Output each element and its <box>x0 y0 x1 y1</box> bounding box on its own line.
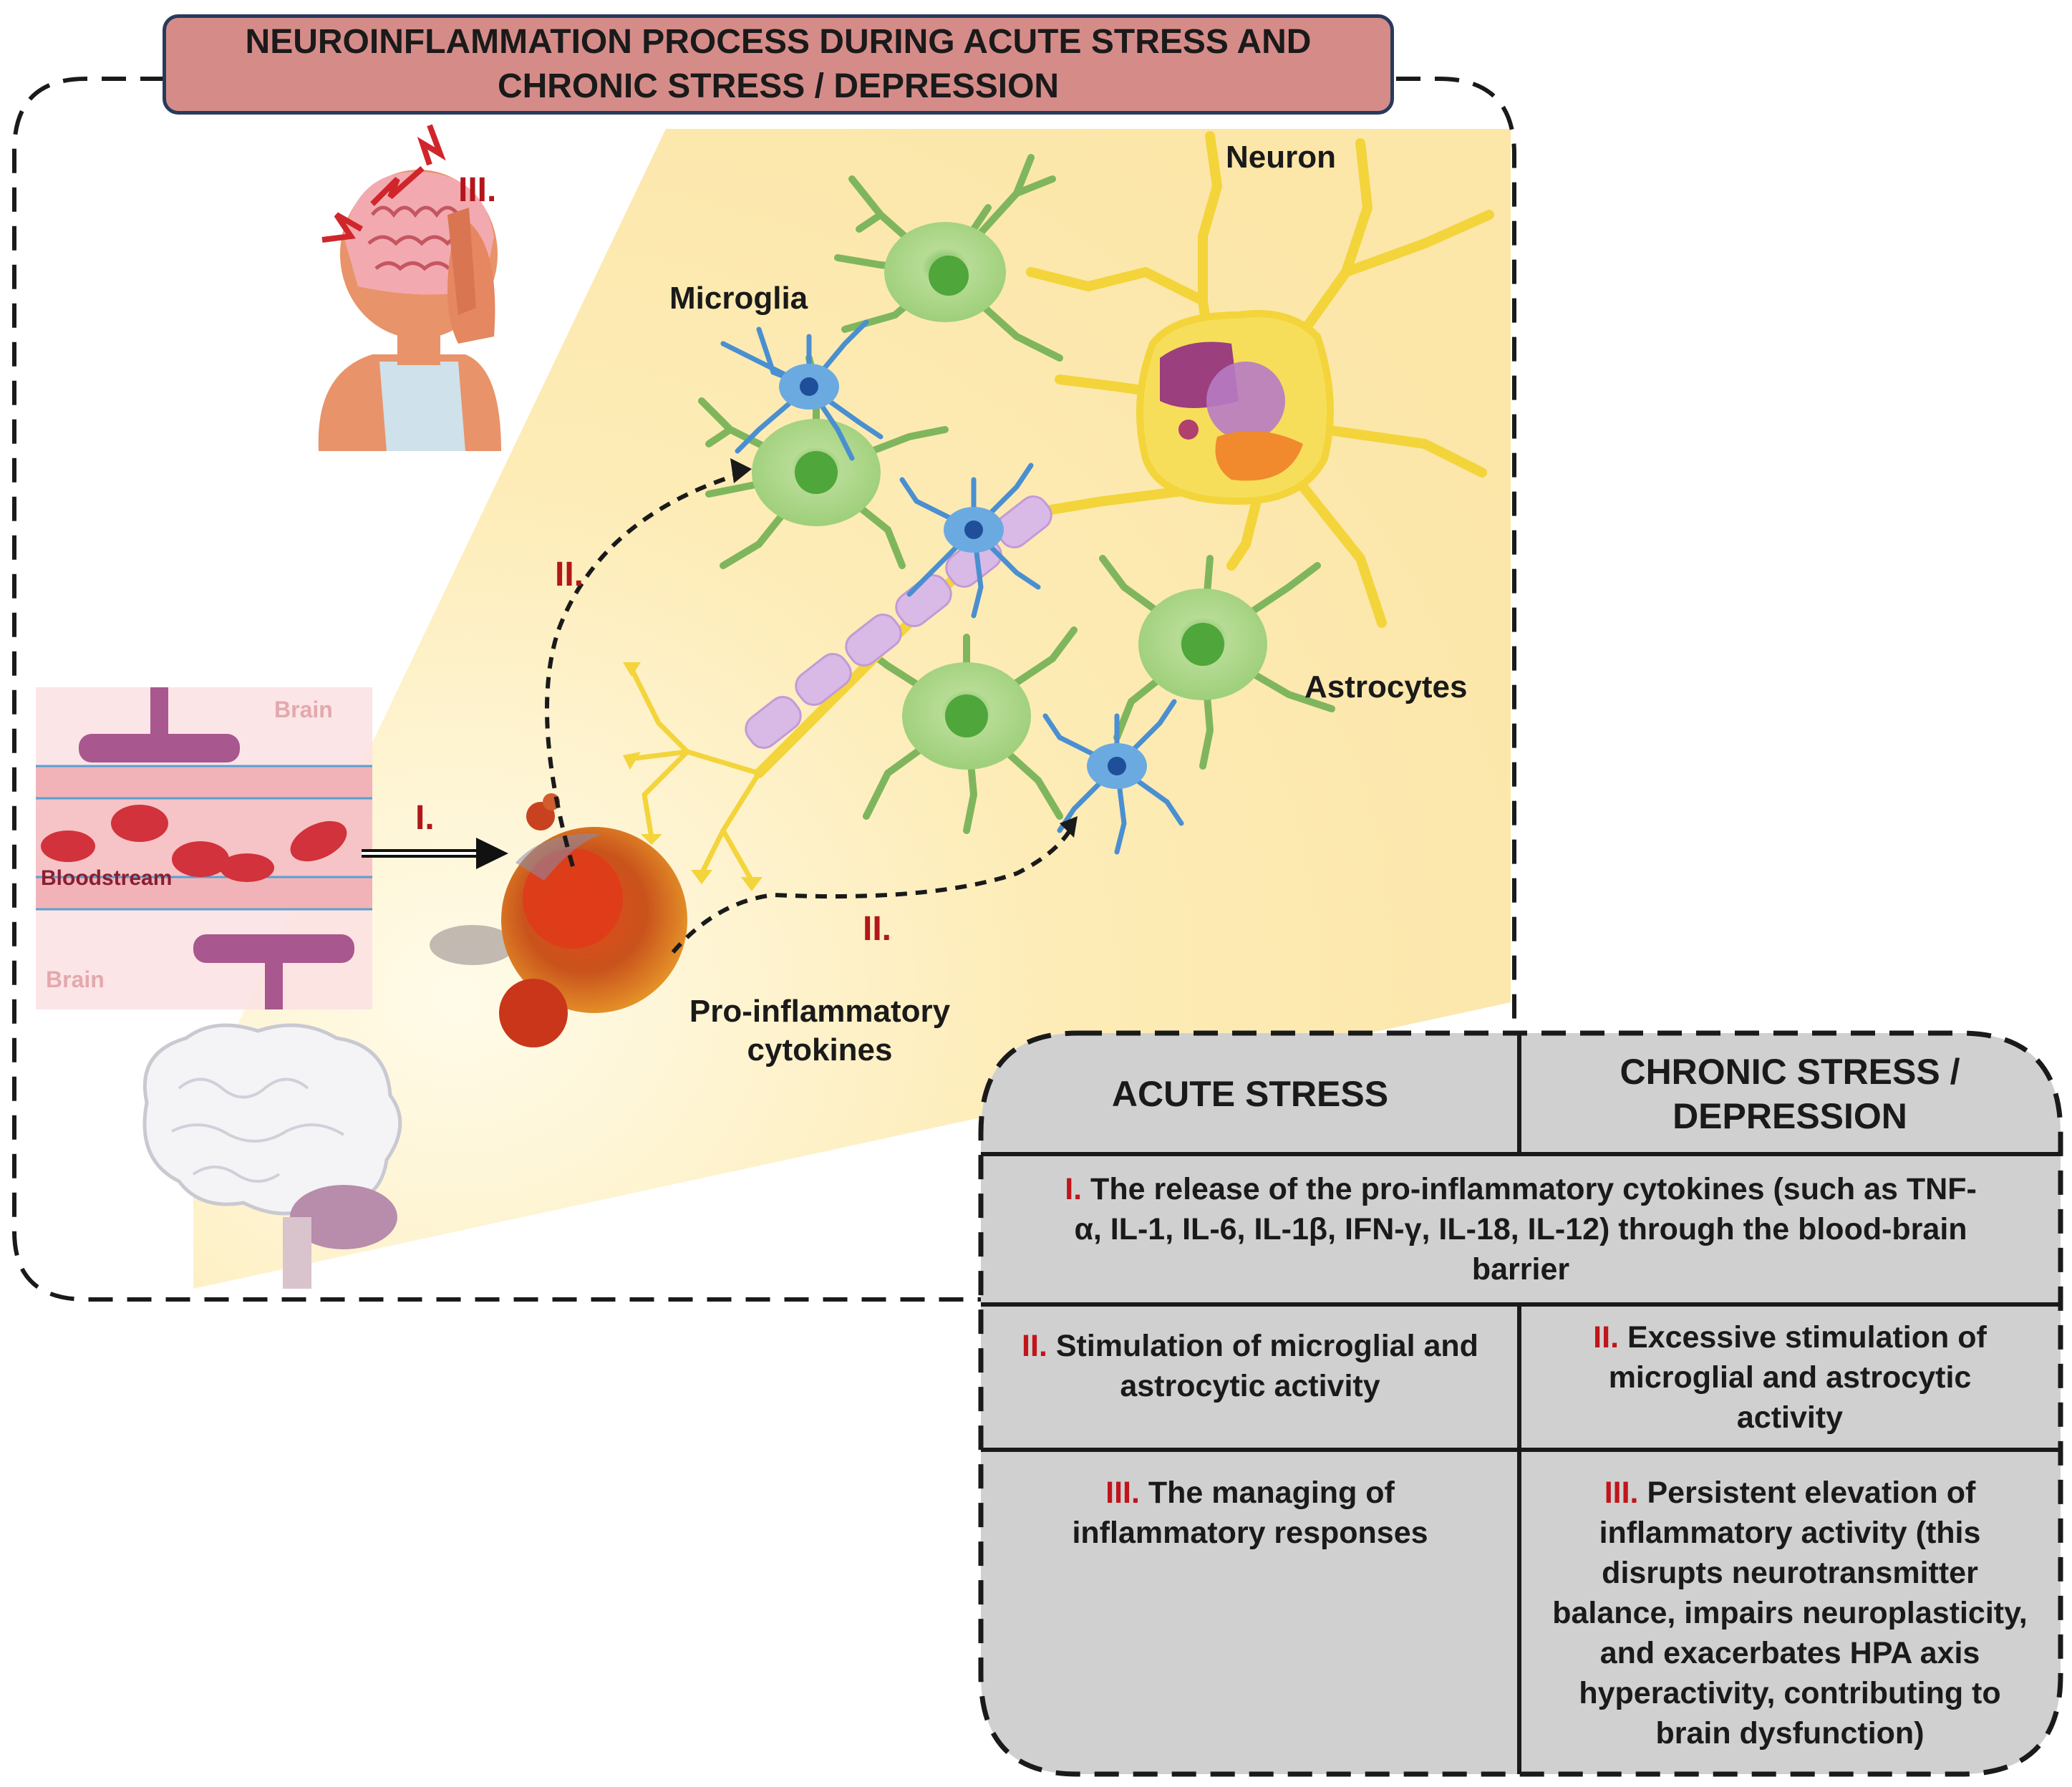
dashed-arrows <box>545 470 1076 954</box>
row2-chronic-line1: II. Excessive stimulation of <box>1593 1317 1987 1357</box>
myelin-sheath <box>745 495 1052 749</box>
blood-vessel-panel <box>36 687 372 1009</box>
row2-chronic-line1-text: Excessive stimulation of <box>1627 1319 1987 1355</box>
stressed-person-icon <box>318 124 501 451</box>
microglia-label: Microglia <box>669 281 808 316</box>
step-marker-arrow-up: II. <box>555 556 584 594</box>
row2-acute-num: II. <box>1022 1329 1047 1363</box>
row1-shared-cell: I. The release of the pro-inflammatory c… <box>981 1154 2061 1304</box>
row1-line1: I. The release of the pro-inflammatory c… <box>1065 1169 1977 1209</box>
row3-acute-cell: III. The managing of inflammatory respon… <box>981 1450 1519 1774</box>
row2-acute-line1: II. Stimulation of microglial and <box>1022 1326 1478 1366</box>
arrow-head-right-icon <box>1060 816 1078 838</box>
row3-chronic-line5: and exacerbates HPA axis <box>1599 1636 1980 1670</box>
step-marker-bbb: I. <box>415 799 435 837</box>
row3-chronic-line2: inflammatory activity (this <box>1599 1516 1981 1550</box>
brain-icon <box>142 1023 402 1289</box>
row3-acute-line1: III. The managing of <box>1105 1473 1395 1513</box>
row3-chronic-cell: III. Persistent elevation of inflammator… <box>1519 1450 2061 1774</box>
header-chronic-stress: CHRONIC STRESS / DEPRESSION <box>1519 1033 2061 1154</box>
brain-label-top: Brain <box>274 697 333 722</box>
microglia-cells <box>720 319 1184 855</box>
astrocytes-label: Astrocytes <box>1304 669 1468 704</box>
header-chronic-line1: CHRONIC STRESS / <box>1620 1051 1960 1092</box>
cytokines-label-line2: cytokines <box>747 1032 893 1067</box>
row3-chronic-line1-text: Persistent elevation of <box>1647 1476 1976 1510</box>
cytokines-label-line1: Pro-inflammatory <box>689 994 951 1029</box>
comparison-table <box>978 1030 2063 1777</box>
row3-acute-line1-text: The managing of <box>1148 1476 1395 1510</box>
row1-line1-text: The release of the pro-inflammatory cyto… <box>1090 1172 1977 1206</box>
row3-acute-num: III. <box>1105 1476 1140 1510</box>
arrow-head-up-icon <box>730 458 752 483</box>
row2-chronic-cell: II. Excessive stimulation of microglial … <box>1519 1304 2061 1450</box>
row3-chronic-line1: III. Persistent elevation of <box>1604 1473 1976 1513</box>
header-acute-text: ACUTE STRESS <box>1111 1073 1389 1114</box>
row1-line3: barrier <box>1471 1252 1570 1287</box>
cytokine-cell-icon <box>430 793 687 1047</box>
header-chronic-line2: DEPRESSION <box>1672 1095 1907 1136</box>
row3-chronic-num: III. <box>1604 1476 1639 1510</box>
row2-chronic-line2: microglial and astrocytic <box>1608 1360 1972 1395</box>
bbb-arrow-icon <box>362 838 508 869</box>
microglia-bodies <box>779 364 1147 789</box>
title-text: NEUROINFLAMMATION PROCESS DURING ACUTE S… <box>245 23 1312 105</box>
row3-chronic-line7: brain dysfunction) <box>1655 1716 1925 1750</box>
dashed-frame <box>12 77 1516 1302</box>
row2-acute-cell: II. Stimulation of microglial and astroc… <box>981 1304 1519 1450</box>
row2-acute-line2: astrocytic activity <box>1120 1369 1380 1403</box>
row2-acute-line1-text: Stimulation of microglial and <box>1055 1329 1478 1363</box>
step-marker-head: III. <box>458 171 497 209</box>
row3-chronic-line3: disrupts neurotransmitter <box>1602 1556 1978 1590</box>
row1-num: I. <box>1065 1172 1083 1206</box>
row3-chronic-line6: hyperactivity, contributing to <box>1579 1676 2001 1710</box>
row3-acute-line2: inflammatory responses <box>1072 1516 1428 1550</box>
header-acute-stress: ACUTE STRESS <box>981 1033 1519 1154</box>
row2-chronic-num: II. <box>1593 1319 1620 1355</box>
step-marker-arrow-right: II. <box>863 910 892 948</box>
diagram-title: NEUROINFLAMMATION PROCESS DURING ACUTE S… <box>163 14 1394 115</box>
astrocyte-cells <box>698 154 1335 834</box>
row3-chronic-line4: balance, impairs neuroplasticity, <box>1552 1596 2028 1630</box>
neuron-cell <box>623 131 1494 891</box>
bloodstream-label: Bloodstream <box>41 866 173 890</box>
neuron-label: Neuron <box>1226 140 1336 175</box>
row2-chronic-line3: activity <box>1736 1400 1844 1435</box>
astrocyte-bodies <box>752 222 1267 770</box>
row1-line2: α, IL-1, IL-6, IL-1β, IFN-γ, IL-18, IL-1… <box>1074 1212 1967 1246</box>
brain-label-bottom: Brain <box>46 967 105 992</box>
